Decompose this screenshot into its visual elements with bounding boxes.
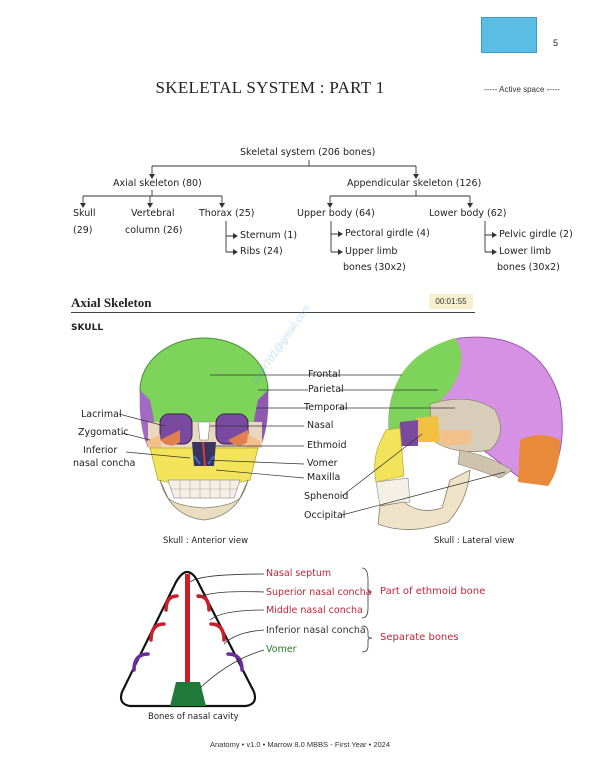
label-temporal: Temporal bbox=[304, 402, 348, 413]
skeleton-tree-connectors bbox=[80, 160, 497, 255]
label-sphenoid: Sphenoid bbox=[304, 491, 349, 502]
tree-axial: Axial skeleton (80) bbox=[113, 178, 202, 189]
label-inferior: Inferior bbox=[83, 445, 118, 456]
nasal-septum-shape bbox=[185, 574, 190, 692]
section-subtitle: SKULL bbox=[71, 323, 104, 333]
middle-concha-right bbox=[209, 622, 226, 642]
superior-concha-right bbox=[196, 594, 211, 612]
label-frontal: Frontal bbox=[308, 369, 341, 380]
label-middle-concha: Middle nasal concha bbox=[266, 605, 363, 616]
tree-ribs: Ribs (24) bbox=[240, 246, 283, 257]
skull-anterior-figure bbox=[139, 337, 269, 521]
caption-nasal-cavity: Bones of nasal cavity bbox=[148, 712, 239, 722]
page-number: 5 bbox=[553, 38, 559, 48]
tree-thorax: Thorax (25) bbox=[199, 208, 255, 219]
inferior-concha-left bbox=[132, 652, 150, 672]
group-ethmoid-bone: Part of ethmoid bone bbox=[380, 586, 486, 597]
section-title: Axial Skeleton bbox=[71, 295, 152, 310]
page-title: SKELETAL SYSTEM : PART 1 bbox=[155, 78, 385, 97]
tree-vertebral-count: column (26) bbox=[125, 225, 183, 236]
skull-lateral-figure bbox=[374, 336, 563, 530]
label-nasal: Nasal bbox=[307, 420, 334, 431]
label-maxilla: Maxilla bbox=[307, 472, 341, 483]
label-nasal-septum: Nasal septum bbox=[266, 568, 332, 579]
tree-upper-limb-count: bones (30x2) bbox=[343, 262, 406, 273]
colored-tab-block bbox=[481, 17, 537, 53]
middle-concha-left bbox=[149, 622, 166, 642]
label-zygomatic: Zygomatic bbox=[78, 427, 129, 438]
caption-anterior-view: Skull : Anterior view bbox=[163, 536, 249, 546]
video-timestamp[interactable]: 00:01:55 bbox=[429, 294, 473, 309]
caption-lateral-view: Skull : Lateral view bbox=[434, 536, 515, 546]
label-nasal-concha: nasal concha bbox=[73, 458, 136, 469]
label-parietal: Parietal bbox=[308, 384, 344, 395]
tree-vertebral: Vertebral bbox=[131, 208, 175, 219]
tree-upper-limb: Upper limb bbox=[345, 246, 398, 257]
tree-sternum: Sternum (1) bbox=[240, 230, 298, 241]
nasal-cavity-diagram bbox=[119, 567, 373, 708]
superior-concha-left bbox=[164, 594, 179, 612]
tree-skull-count: (29) bbox=[73, 225, 93, 236]
tree-lower-limb-count: bones (30x2) bbox=[497, 262, 560, 273]
label-superior-concha: Superior nasal concha bbox=[266, 587, 372, 598]
tree-pectoral: Pectoral girdle (4) bbox=[345, 228, 430, 239]
active-space-label: ----- Active space ----- bbox=[484, 85, 560, 94]
vomer-shape bbox=[170, 682, 206, 706]
label-inferior-concha: Inferior nasal concha bbox=[266, 625, 366, 636]
page-footer: Anatomy • v1.0 • Marrow 8.0 MBBS - First… bbox=[209, 740, 391, 749]
label-ethmoid: Ethmoid bbox=[307, 440, 347, 451]
tree-pelvic: Pelvic girdle (2) bbox=[499, 229, 573, 240]
section-divider bbox=[71, 312, 475, 313]
tree-lower-body: Lower body (62) bbox=[429, 208, 507, 219]
label-vomer: Vomer bbox=[266, 644, 297, 655]
group-separate-bones: Separate bones bbox=[380, 632, 459, 643]
tree-lower-limb: Lower limb bbox=[499, 246, 552, 257]
tree-upper-body: Upper body (64) bbox=[297, 208, 375, 219]
label-occipital: Occipital bbox=[304, 510, 346, 521]
tree-appendicular: Appendicular skeleton (126) bbox=[347, 178, 482, 189]
label-vomer: Vomer bbox=[307, 458, 338, 469]
skull-illustrations bbox=[118, 336, 563, 530]
tree-skull: Skull bbox=[73, 208, 96, 219]
label-lacrimal: Lacrimal bbox=[81, 409, 122, 420]
tree-root: Skeletal system (206 bones) bbox=[240, 147, 376, 158]
inferior-concha-right bbox=[226, 652, 244, 672]
